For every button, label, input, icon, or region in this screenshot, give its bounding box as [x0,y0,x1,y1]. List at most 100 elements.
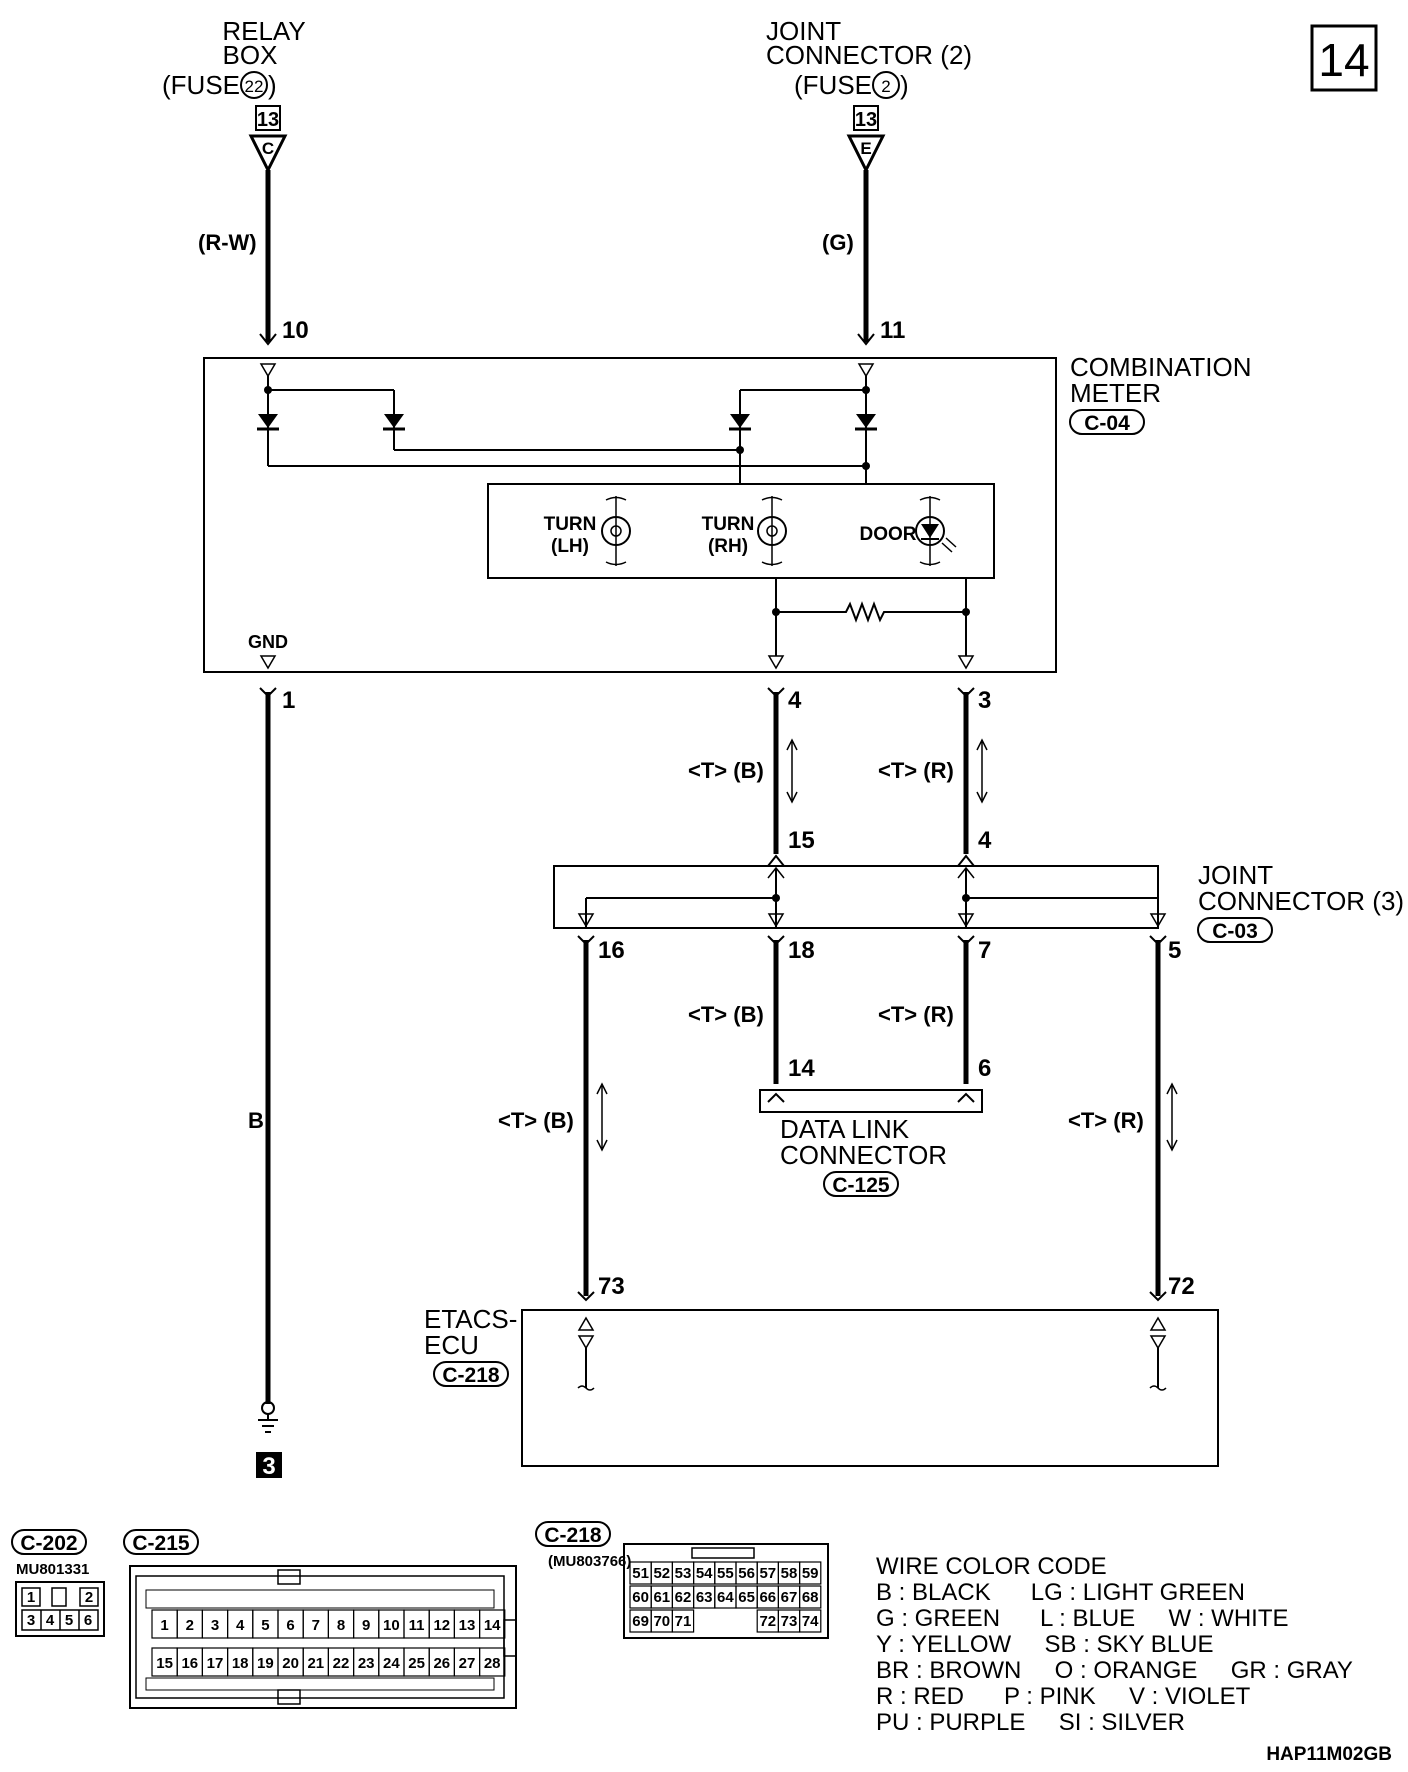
c202-pin: 3 [27,1612,35,1629]
c218-pin-cell [798,1609,822,1633]
pin-3: 3 [978,687,991,714]
c218-pin-cell [671,1609,695,1633]
c215-pin-cell [479,1609,506,1639]
c215-pin: 25 [408,1655,425,1672]
pin-16: 16 [598,937,625,964]
wire-color-code-line: R : RED P : PINK V : VIOLET [876,1683,1251,1710]
gnd-label: GND [248,632,288,652]
joint-connector-3-connector: C-03 [1212,920,1258,943]
resistor-icon [776,601,966,623]
bidirectional-arrow-icon [976,738,988,804]
led-icon [915,496,957,566]
c215-pin: 11 [409,1617,425,1634]
c218-pin: 70 [653,1613,670,1630]
c218-pin-cell [798,1561,822,1585]
c202-pin: 1 [27,1589,35,1606]
c218-pin: 52 [653,1565,670,1582]
c218-pin: 55 [717,1565,734,1582]
page-number-box: 14 [1310,24,1378,92]
c202-pin: 2 [85,1589,93,1606]
diode-icon [855,414,877,431]
connector-arrow [248,134,288,174]
wire-label-b-ground: B [248,1108,264,1133]
wire-color-code-title: WIRE COLOR CODE [876,1553,1107,1580]
pin-18: 18 [788,937,815,964]
c218-pin: 69 [632,1613,649,1630]
connector-badge [11,1529,87,1555]
connector-badge [123,1529,199,1555]
etacs-ecu-line2: ECU [424,1330,479,1360]
c215-pin: 4 [236,1617,245,1634]
etacs-ecu-connector: C-218 [442,1364,500,1387]
c202-pin: 5 [65,1612,73,1629]
c218-pin: 62 [675,1589,692,1606]
c215-pin: 14 [484,1617,501,1634]
connector-badge [433,1361,509,1387]
c218-pin: 57 [759,1565,776,1582]
c218-pin: 71 [675,1613,692,1630]
diode-icon [729,414,751,431]
wire-label-g: (G) [822,230,854,255]
c218-pin: 68 [802,1589,819,1606]
connector-badge [1197,917,1273,943]
wire-color-code-line: BR : BROWN O : ORANGE GR : GRAY [876,1657,1353,1684]
lamp-turn-rh-label1: TURN [702,514,755,535]
c215-pin: 3 [211,1617,219,1634]
combination-meter-box [203,357,1057,673]
wire-label-tr-3: <T> (R) [1068,1108,1144,1133]
connector-badge [823,1171,899,1197]
c218-pin: 67 [781,1589,798,1606]
pin-73: 73 [598,1273,625,1300]
wire-color-code-line: G : GREEN L : BLUE W : WHITE [876,1605,1289,1632]
indicator-lamp-box [487,483,995,579]
bidirectional-arrow-icon [1166,1082,1178,1152]
wire-color-code-line: Y : YELLOW SB : SKY BLUE [876,1631,1214,1658]
relay-box-fuse-number: 22 [245,77,264,96]
wire-label-tb-2: <T> (B) [688,1002,764,1027]
connector-badge [535,1521,611,1547]
data-link-connector: DATA LINK CONNECTOR C-125 [759,1089,983,1197]
wire-color-code-line: PU : PURPLE SI : SILVER [876,1709,1185,1736]
joint-connector-3-line2: CONNECTOR (3) [1198,886,1404,916]
c215-pin: 7 [312,1617,320,1634]
joint-connector-2-page-ref: 13 [855,109,877,131]
ground-point-number: 3 [262,1453,275,1480]
joint-connector-2-line2: CONNECTOR (2) [766,40,972,70]
combination-meter-connector: C-04 [1084,412,1130,435]
c202-label: C-202 [20,1532,77,1555]
wire-label-rw: (R-W) [198,230,257,255]
c215-pin: 27 [459,1655,476,1672]
c218-pin: 53 [675,1565,692,1582]
pin-5: 5 [1168,937,1181,964]
c215-pin: 9 [362,1617,370,1634]
c215-pin: 6 [286,1617,294,1634]
bulb-icon [757,496,787,566]
c215-pin: 12 [433,1617,450,1634]
pin-72: 72 [1168,1273,1195,1300]
data-link-connector-box [759,1089,983,1113]
c202-part-number: MU801331 [16,1561,89,1578]
c218-pin: 54 [696,1565,713,1582]
c218-pin: 59 [802,1565,819,1582]
pin-6: 6 [978,1055,991,1082]
joint-connector-2-fuse-prefix: (FUSE [794,70,872,100]
c202-pin: 4 [46,1612,55,1629]
c215-label: C-215 [132,1532,190,1555]
wire-label-tr-1: <T> (R) [878,758,954,783]
wire-color-code-line: B : BLACK LG : LIGHT GREEN [876,1579,1245,1606]
etacs-ecu: ETACS- ECU C-218 [424,1304,1219,1467]
figure-code: HAP11M02GB [1266,1744,1392,1765]
c215-pin: 21 [307,1655,324,1672]
connector-arrow [846,134,886,174]
diode-icon [383,414,405,431]
relay-box-page-ref: 13 [257,109,279,131]
c215-pin: 15 [156,1655,173,1672]
c218-view-label: C-218 [544,1524,602,1547]
page-ref-box [255,105,281,131]
c218-pin: 64 [717,1589,734,1606]
c215-pin: 20 [282,1655,299,1672]
joint-connector-3-output-wires [577,935,1167,1296]
c215-pin: 19 [257,1655,274,1672]
